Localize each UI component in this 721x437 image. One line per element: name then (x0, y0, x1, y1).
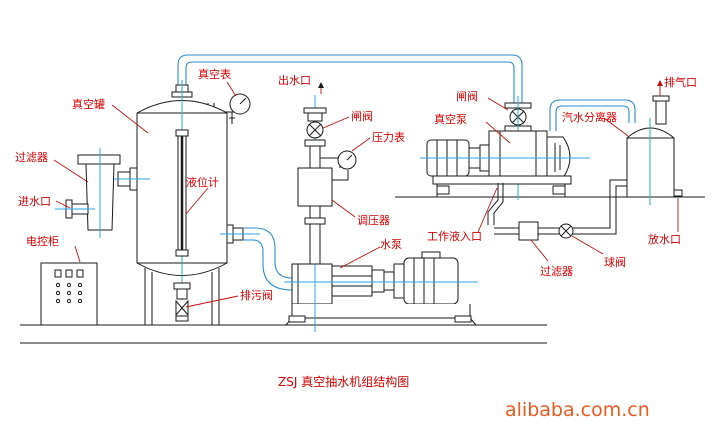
label-working-fluid-inlet: 工作液入口 (427, 229, 482, 243)
steam-separator (494, 95, 683, 241)
control-cabinet (40, 262, 98, 326)
label-exhaust-port: 排气口 (664, 75, 697, 89)
label-water-pump: 水泵 (380, 238, 402, 251)
label-vacuum-tank: 真空罐 (72, 97, 105, 111)
label-vacuum-pump: 真空泵 (434, 112, 467, 126)
label-pressure-gauge: 压力表 (372, 130, 405, 144)
filter-right-icon (518, 221, 539, 241)
vacuum-pump-unit (420, 96, 590, 225)
labels: 真空表 真空罐 过滤器 进水口 电控柜 液位计 排污阀 出水口 闸阀 压力表 调… (15, 67, 697, 302)
label-drain-valve: 排污阀 (240, 288, 273, 302)
water-pump-unit (284, 251, 478, 326)
leader-lines (53, 81, 679, 308)
flow-arrows (318, 80, 663, 96)
outlet-column (297, 95, 357, 332)
label-vacuum-gauge: 真空表 (198, 67, 231, 81)
label-ball-valve: 球阀 (604, 255, 626, 269)
label-gate-valve-right: 闸阀 (456, 89, 478, 103)
watermark: alibaba.com.cn (505, 399, 650, 421)
label-level-gauge: 液位计 (186, 175, 219, 189)
label-steam-separator: 汽水分离器 (562, 110, 617, 124)
top-vacuum-pipe (177, 54, 523, 103)
label-water-inlet: 进水口 (18, 195, 51, 208)
level-gauge-icon (175, 129, 189, 257)
drain-valve-icon (175, 299, 189, 317)
label-filter-right: 过滤器 (540, 265, 573, 278)
label-water-outlet: 出水口 (278, 73, 311, 87)
vacuum-tank (105, 80, 260, 325)
label-control-cabinet: 电控柜 (26, 234, 59, 248)
left-filter (55, 148, 121, 238)
label-discharge-port: 放水口 (648, 232, 681, 246)
gate-valve-left-icon (306, 121, 324, 139)
elbow-pipe (243, 227, 293, 291)
label-filter-left: 过滤器 (15, 151, 48, 164)
label-gate-valve-left: 闸阀 (351, 109, 373, 123)
diagram-caption: ZSJ 真空抽水机组结构图 (278, 374, 409, 389)
ball-valve-icon (558, 223, 574, 239)
label-regulator: 调压器 (357, 214, 390, 227)
